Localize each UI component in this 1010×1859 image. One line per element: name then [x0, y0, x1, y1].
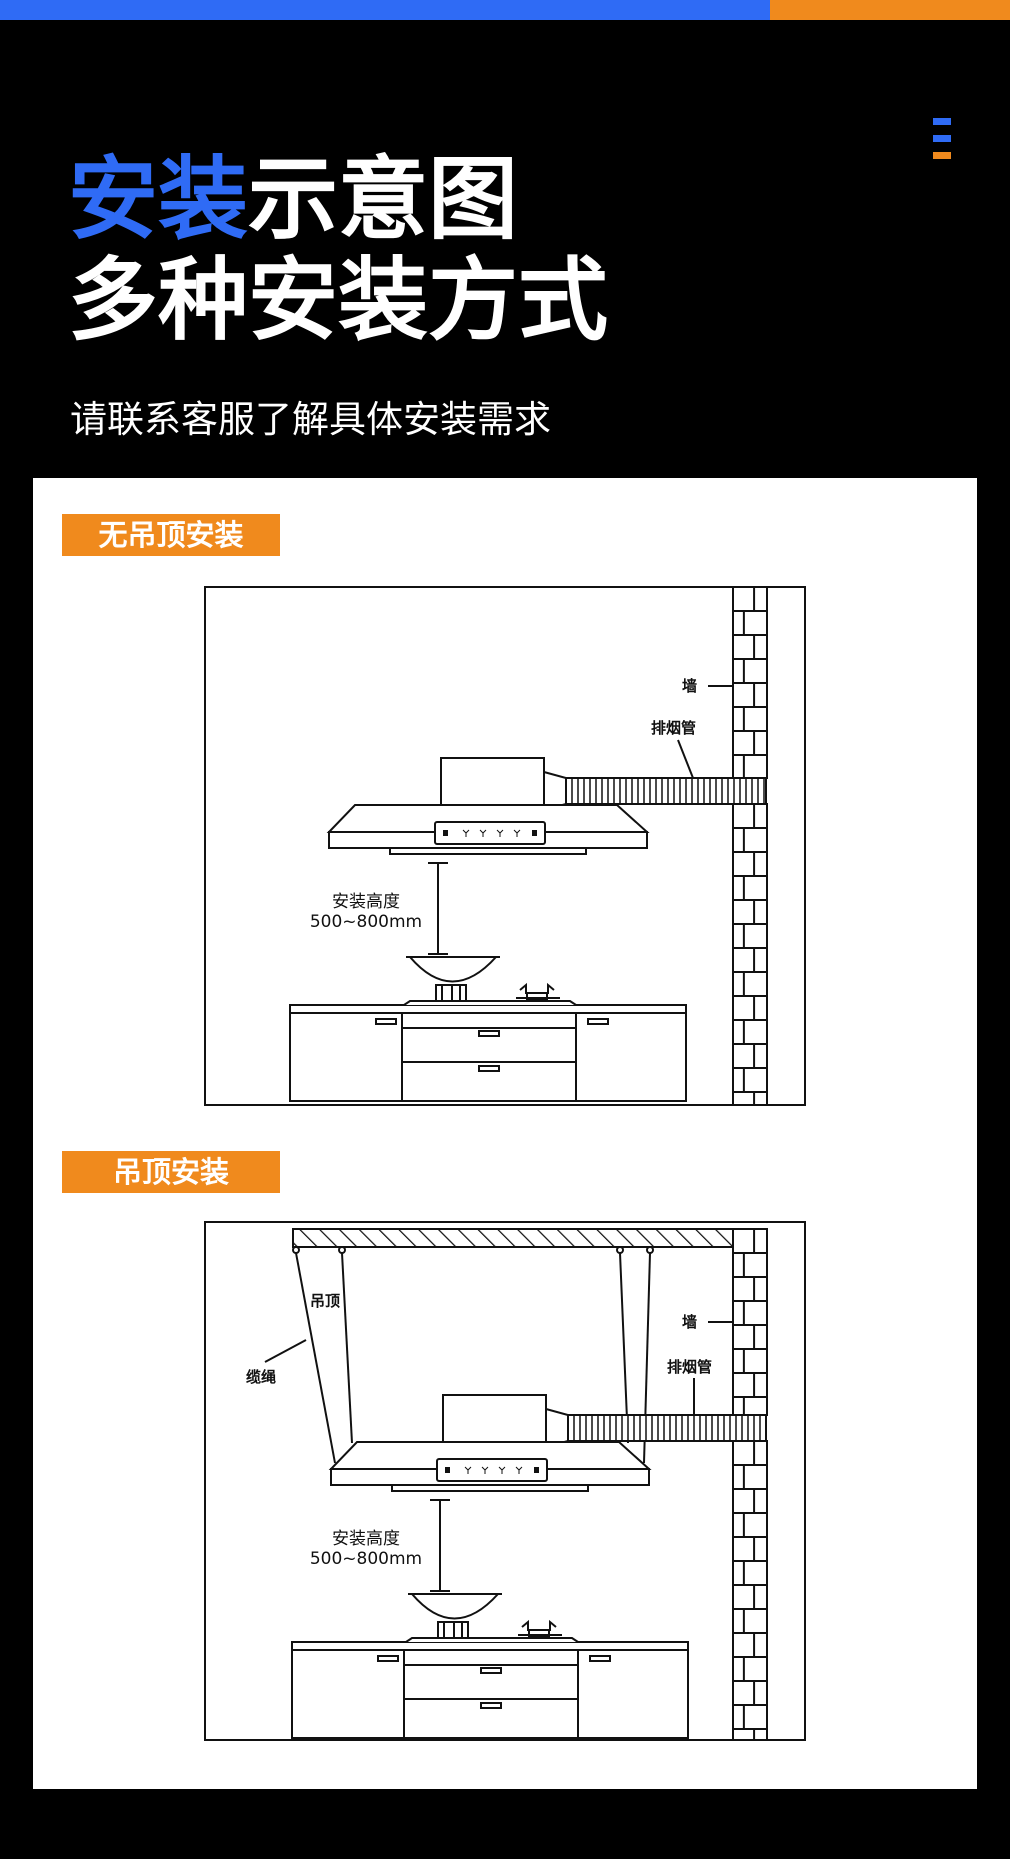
- diagram-ceiling: [204, 1221, 806, 1741]
- cables: [292, 1246, 654, 1464]
- menu-icon[interactable]: [933, 118, 953, 162]
- diagram-frame: [204, 1221, 806, 1741]
- top-accent-bar-blue: [0, 0, 770, 20]
- kitchen-cabinet: [291, 1637, 689, 1739]
- brick-wall: [732, 586, 768, 1106]
- height-marker: [430, 1499, 450, 1592]
- label-pipe: 排烟管: [667, 1358, 712, 1376]
- section-tag-ceiling: 吊顶安装: [62, 1151, 280, 1193]
- page-title-line-1: 安装示意图: [68, 155, 518, 245]
- height-marker: [428, 862, 448, 955]
- title-rest: 示意图: [248, 147, 518, 252]
- exhaust-pipe: [543, 770, 767, 812]
- label-ceiling: 吊顶: [310, 1292, 340, 1310]
- brick-wall: [732, 1228, 768, 1741]
- kitchen-cabinet: [289, 1000, 687, 1102]
- label-pipe: 排烟管: [651, 719, 696, 737]
- title-highlight: 安装: [68, 147, 248, 252]
- top-accent-bar-orange: [770, 0, 1010, 20]
- range-hood: [326, 757, 650, 855]
- diagram-frame: [204, 586, 806, 1106]
- control-panel: [436, 1458, 548, 1482]
- label-height-value: 500~800mm: [310, 1549, 422, 1569]
- label-height-title: 安装高度: [332, 892, 400, 912]
- menu-line: [933, 135, 951, 142]
- wok: [408, 1593, 502, 1639]
- annotation-lines: [264, 1321, 733, 1415]
- wok: [406, 956, 500, 1002]
- label-height-title: 安装高度: [332, 1529, 400, 1549]
- menu-line: [933, 152, 951, 159]
- content-panel: [33, 478, 977, 1789]
- control-panel: [434, 821, 546, 845]
- burner: [516, 982, 560, 1000]
- page-title-line-2: 多种安装方式: [68, 248, 608, 353]
- exhaust-pipe: [545, 1407, 767, 1449]
- label-height-value: 500~800mm: [310, 912, 422, 932]
- label-wall: 墙: [682, 677, 697, 695]
- label-wall: 墙: [682, 1313, 697, 1331]
- page-subtitle: 请联系客服了解具体安装需求: [70, 398, 551, 441]
- label-cable: 缆绳: [246, 1368, 276, 1386]
- diagram-no-ceiling: [204, 586, 806, 1106]
- burner: [518, 1619, 562, 1637]
- range-hood: [328, 1394, 652, 1492]
- section-tag-no-ceiling: 无吊顶安装: [62, 514, 280, 556]
- suspended-ceiling: [292, 1228, 734, 1248]
- menu-line: [933, 118, 951, 125]
- annotation-lines: [677, 685, 733, 779]
